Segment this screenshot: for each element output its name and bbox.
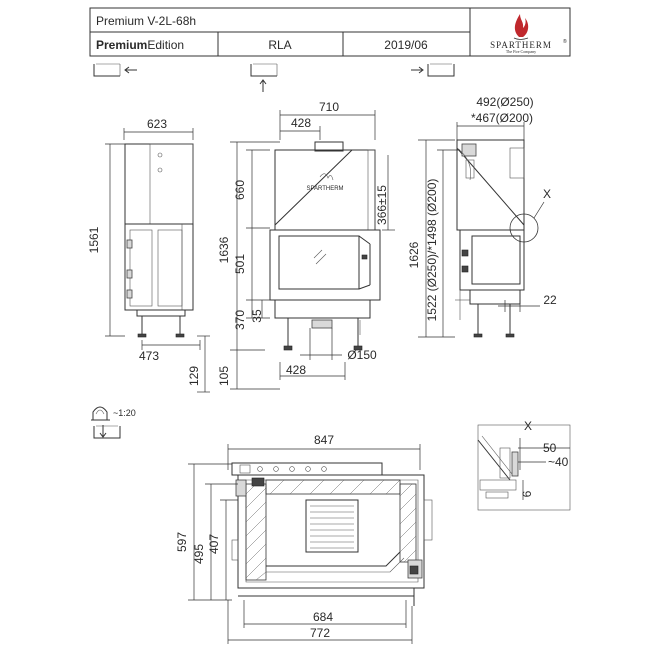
view-symbols [93, 63, 455, 92]
dim-inner-width: 428 [291, 116, 311, 130]
left-side-view: 623 1561 473 129 [87, 117, 210, 393]
dim-plan-inner-width: 684 [313, 610, 333, 624]
view-top-symbol [93, 425, 121, 439]
detail-dim-a: 50 [543, 441, 557, 455]
edition-bold: Premium [96, 38, 147, 52]
model-name: Premium V-2L-68h [96, 14, 196, 28]
scale-person-icon [92, 406, 108, 421]
dim-height: 1561 [87, 226, 101, 253]
logo-registered: ® [563, 38, 567, 45]
front-brand: SPARTHERM [306, 186, 343, 192]
dim-bottom-width: 428 [286, 363, 306, 377]
spartherm-logo: SPARTHERM ® The Fire Company [490, 14, 567, 54]
dim-base-depth: 473 [139, 349, 159, 363]
dim-plan-depth-total: 597 [175, 532, 189, 552]
dim-floor: 105 [217, 366, 231, 386]
dim-leg: 129 [187, 366, 201, 386]
dim-window-height: 501 [233, 254, 247, 274]
plan-view: 847 [175, 433, 433, 644]
detail-label-x: X [543, 187, 551, 201]
dim-flue-height: 1522 (Ø250)/*1498 (Ø200) [425, 179, 439, 322]
detail-dim-c: 6 [520, 490, 534, 497]
logo-tagline: The Fire Company [506, 49, 536, 54]
dim-plan-outer-width: 772 [310, 626, 330, 640]
dim-depth: 623 [147, 117, 167, 131]
model-code: RLA [268, 38, 291, 52]
flame-icon [514, 14, 529, 37]
revision-date: 2019/06 [384, 38, 428, 52]
detail-dim-b: ~40 [548, 455, 569, 469]
view-front-symbol [250, 63, 278, 92]
dim-plan-depth-mid: 495 [192, 544, 206, 564]
right-side-view: 492(Ø250) *467(Ø200) X 1626 15 [407, 95, 557, 338]
view-left-symbol [93, 63, 137, 77]
scale-indicator: ~1:20 [91, 406, 136, 421]
dim-top-b: *467(Ø200) [471, 111, 533, 125]
detail-title-x: X [524, 419, 532, 433]
edition-label: PremiumEdition [96, 38, 184, 52]
dim-flue: Ø150 [347, 348, 377, 362]
dim-base-height: 370 [233, 310, 247, 330]
dim-offset: 366±15 [375, 185, 389, 225]
title-block: Premium V-2L-68h PremiumEdition RLA 2019… [89, 7, 571, 57]
scale-text: ~1:20 [113, 408, 136, 418]
dim-width: 710 [319, 100, 339, 114]
dim-leg-gap: 35 [250, 309, 264, 323]
detail-view-x: X 50 ~40 6 [477, 419, 571, 511]
dim-top-height: 660 [233, 180, 247, 200]
dim-plan-width: 847 [314, 433, 334, 447]
dim-side: 22 [543, 293, 557, 307]
dim-right-height: 1626 [407, 241, 421, 268]
edition-rest: Edition [147, 38, 184, 52]
view-right-symbol [411, 63, 455, 77]
detail-circle [509, 213, 539, 243]
front-view: 710 428 SPARTHERM [217, 100, 395, 390]
dim-top-a: 492(Ø250) [476, 95, 533, 109]
logo-wordmark: SPARTHERM [490, 40, 552, 50]
dim-total-height: 1636 [217, 236, 231, 263]
dim-plan-depth-inner: 407 [207, 534, 221, 554]
